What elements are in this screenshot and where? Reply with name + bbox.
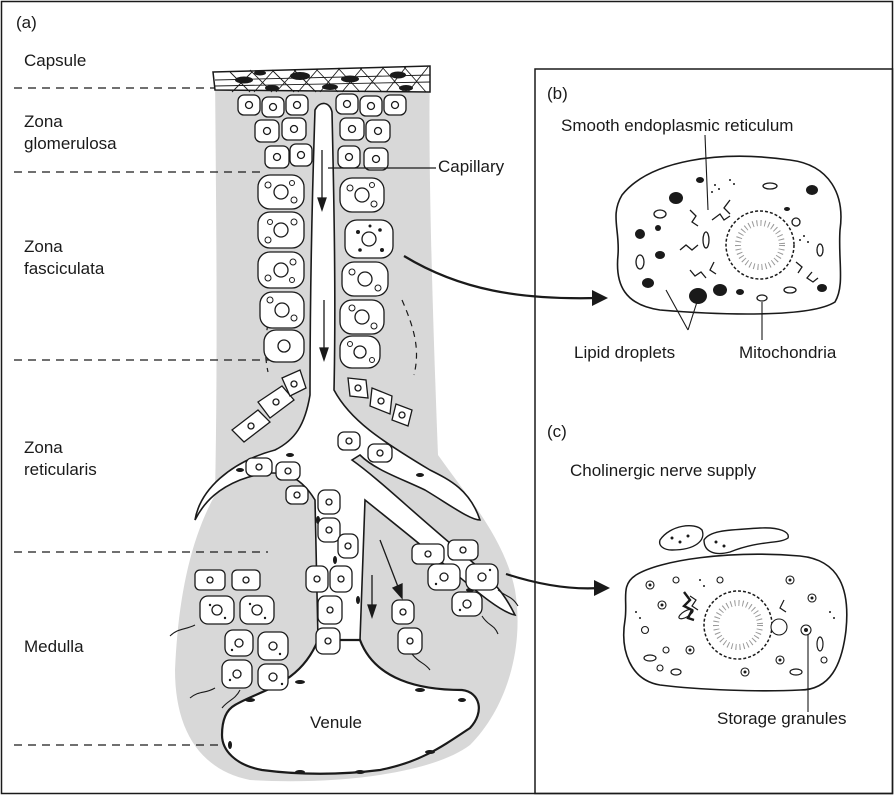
label-smooth-er: Smooth endoplasmic reticulum: [561, 115, 793, 136]
label-lipid-droplets: Lipid droplets: [574, 342, 675, 363]
label-medulla: Medulla: [24, 636, 84, 657]
panel-c-label: (c): [547, 422, 567, 442]
label-fasciculata-1: Zona: [24, 236, 63, 257]
chromaffin-cell-c: [624, 554, 847, 691]
label-capillary: Capillary: [438, 156, 504, 177]
label-reticularis-2: reticularis: [24, 459, 97, 480]
label-mitochondria: Mitochondria: [739, 342, 836, 363]
cortical-cell-b: [616, 156, 841, 314]
arrow-to-panel-b: [404, 256, 598, 298]
label-storage-granules: Storage granules: [717, 708, 846, 729]
label-glomerulosa-2: glomerulosa: [24, 133, 117, 154]
panel-a-label: (a): [16, 13, 37, 33]
label-reticularis-1: Zona: [24, 437, 63, 458]
arrow-to-panel-c: [506, 574, 600, 588]
label-cholinergic-nerve: Cholinergic nerve supply: [570, 460, 756, 481]
nerve-terminals: [660, 526, 789, 554]
capsule-layer: [213, 66, 430, 92]
label-venule: Venule: [310, 712, 362, 733]
arrow-to-panel-b-head: [592, 290, 608, 306]
label-capsule: Capsule: [24, 50, 86, 71]
panel-b-label: (b): [547, 84, 568, 104]
label-fasciculata-2: fasciculata: [24, 258, 104, 279]
arrow-to-panel-c-head: [594, 580, 610, 596]
label-glomerulosa-1: Zona: [24, 111, 63, 132]
